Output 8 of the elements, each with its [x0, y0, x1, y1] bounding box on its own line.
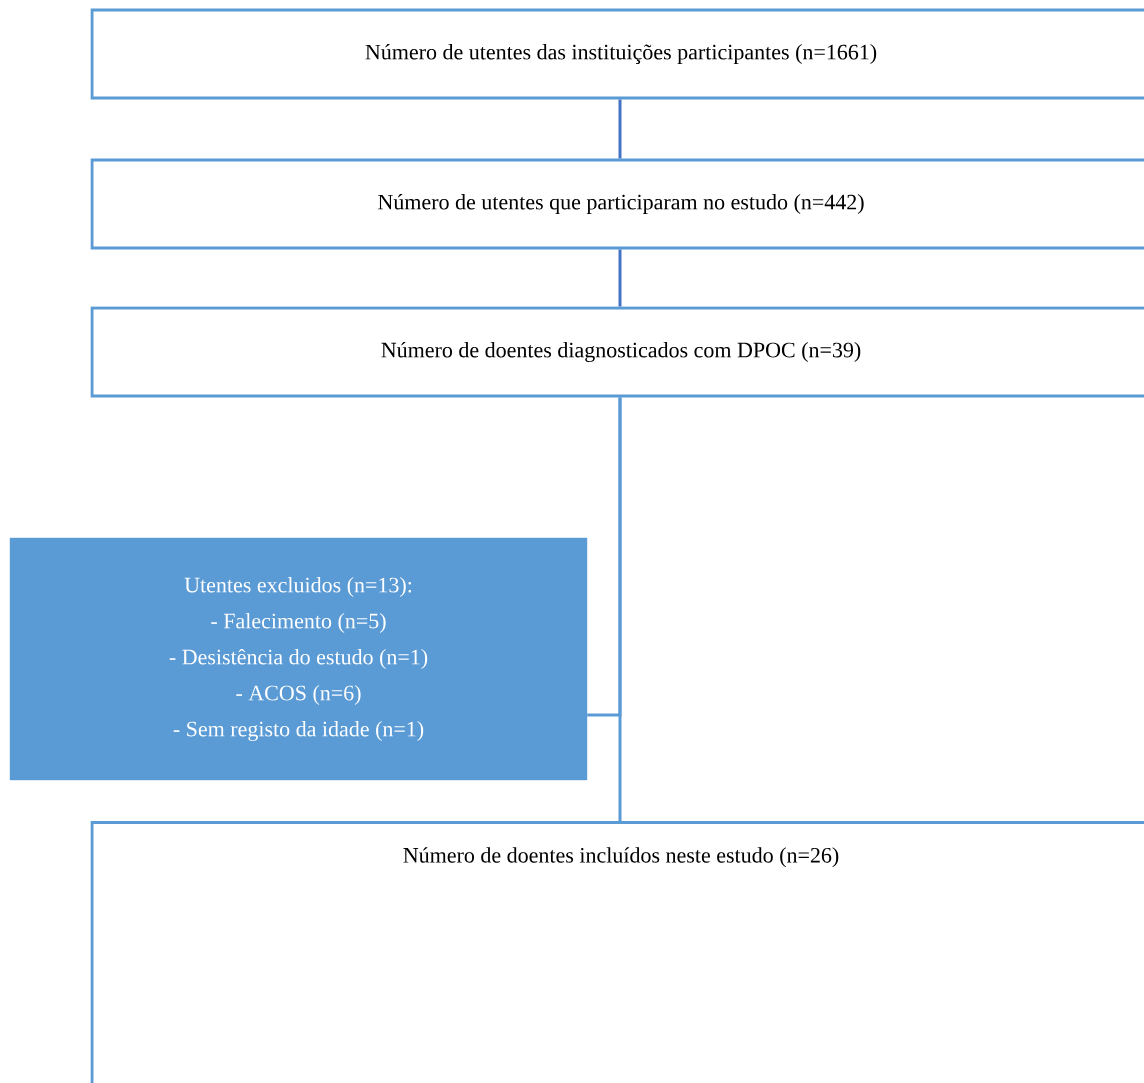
connector-line [618, 249, 622, 307]
connector-line [618, 99, 622, 159]
process-box: Número de doentes diagnosticados com DPOC (n=39) [90, 306, 1144, 398]
process-box: Número de doentes incluídos neste estudo (n=26) [90, 821, 1144, 1083]
process-box: Número de utentes das instituições participantes (n=1661) [90, 8, 1144, 100]
connector-line [618, 397, 622, 821]
process-box: Número de utentes que participaram no estudo (n=442) [90, 158, 1144, 250]
exclusion-box: Utentes excluidos (n=13): - Falecimento (n=5) - Desistência do estudo (n=1) - ACOS (n=6) - Sem registo da idade (n=1) [9, 537, 588, 781]
